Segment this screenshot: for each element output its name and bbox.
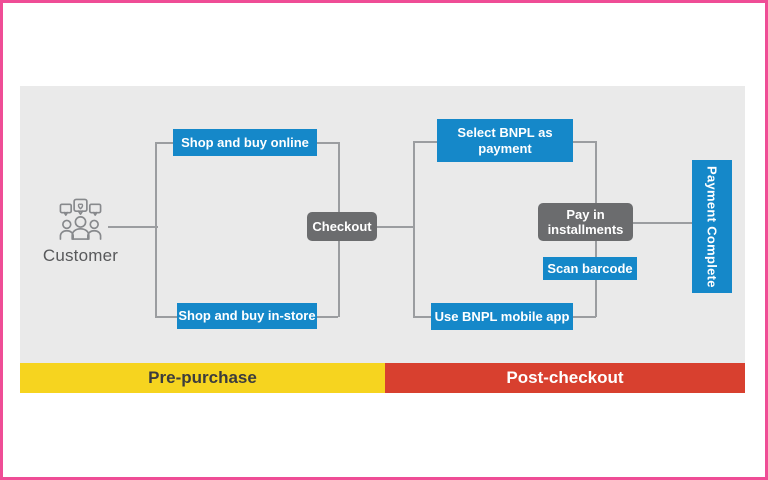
node-shop-online: Shop and buy online <box>173 129 317 156</box>
node-pay-installments: Pay in installments <box>538 203 633 241</box>
connector-customer-to-bracket <box>108 226 158 228</box>
connector-bracket-left-1 <box>155 142 157 317</box>
connector-to-shop-instore <box>155 316 179 318</box>
node-shop-instore: Shop and buy in-store <box>177 303 317 329</box>
connector-to-payment-complete <box>633 222 692 224</box>
customer: Customer <box>28 196 133 266</box>
customers-group-icon <box>59 198 102 240</box>
customer-label: Customer <box>42 246 119 265</box>
node-scan-barcode: Scan barcode <box>543 257 637 280</box>
node-use-bnpl-app: Use BNPL mobile app <box>431 303 573 330</box>
connector-to-select-bnpl <box>413 141 438 143</box>
connector-bracket-left-2 <box>413 141 415 317</box>
connector-select-bnpl-out <box>573 141 596 143</box>
connector-use-app-out <box>573 316 596 318</box>
node-checkout: Checkout <box>307 212 377 241</box>
connector-to-use-app <box>413 316 432 318</box>
connector-to-shop-online <box>155 142 175 144</box>
phase-bar-post-checkout: Post-checkout <box>385 363 745 393</box>
phase-bar-pre-purchase: Pre-purchase <box>20 363 385 393</box>
connector-shop-online-out <box>317 142 338 144</box>
connector-shop-instore-out <box>317 316 338 318</box>
node-payment-complete: Payment Complete <box>692 160 732 293</box>
node-select-bnpl: Select BNPL as payment <box>437 119 573 162</box>
